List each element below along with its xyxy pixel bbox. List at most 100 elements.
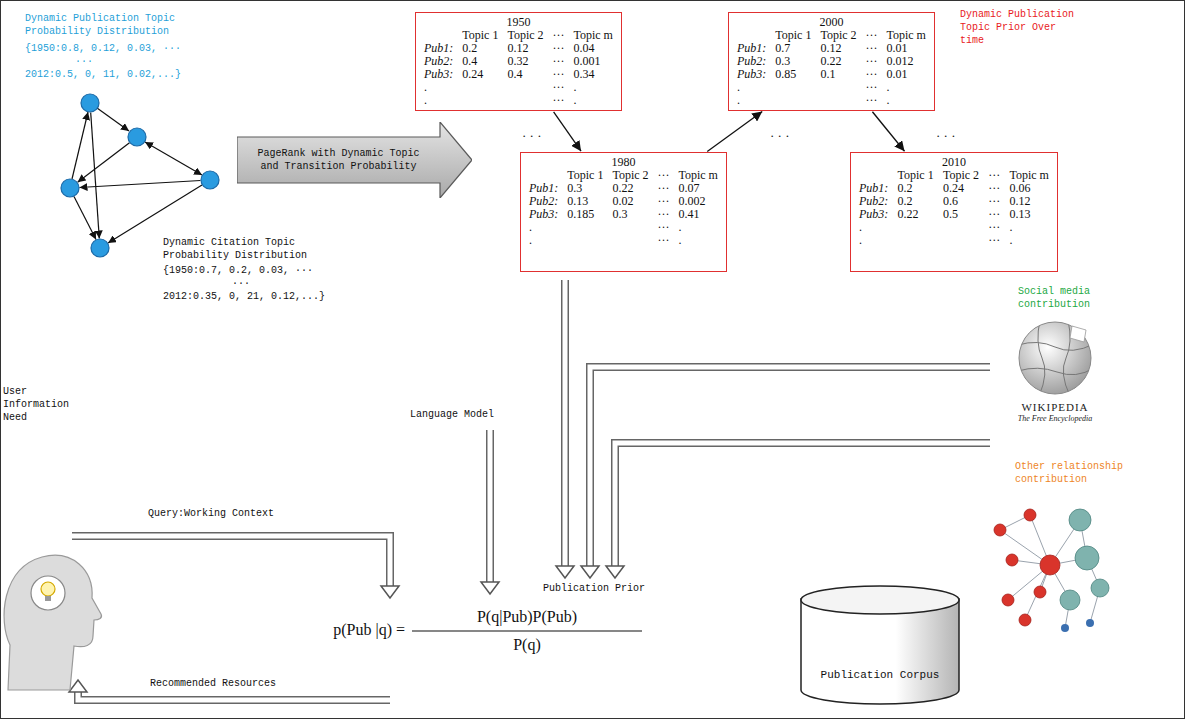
column-header: Topic 2 bbox=[507, 29, 543, 42]
table-cell: ··· bbox=[553, 42, 565, 55]
table-cell: 0.3 bbox=[567, 182, 603, 195]
arrow-head bbox=[481, 582, 499, 594]
table-cell: ··· bbox=[658, 182, 670, 195]
table-cell: 0.34 bbox=[573, 68, 613, 81]
table-cell: Pub3: bbox=[859, 208, 888, 221]
table-cell: Pub3: bbox=[529, 208, 558, 221]
label-slot: Recommended Resources bbox=[150, 677, 276, 690]
table-cell: ··· bbox=[553, 81, 565, 94]
table-cell: 0.01 bbox=[886, 68, 926, 81]
flow-arrow bbox=[590, 367, 990, 566]
table-cell: ··· bbox=[658, 195, 670, 208]
flow-arrow bbox=[563, 280, 568, 566]
database-label: Publication Corpus bbox=[821, 669, 940, 681]
ellipsis: ··· bbox=[232, 277, 250, 290]
table-cell: 0.22 bbox=[612, 182, 648, 195]
table-cell: 0.5 bbox=[943, 208, 979, 221]
flow-arrow bbox=[78, 692, 390, 700]
flow-arrow bbox=[561, 280, 569, 566]
graph-link bbox=[72, 112, 88, 179]
table-cell: Pub2: bbox=[529, 195, 558, 208]
table-cell: 0.3 bbox=[775, 55, 811, 68]
table-cell: Pub2: bbox=[424, 55, 453, 68]
table-cell: ··· bbox=[866, 42, 878, 55]
table-cell: ··· bbox=[988, 208, 1000, 221]
table-cell: . bbox=[424, 94, 453, 107]
process-label: PageRank with Dynamic Topic and Transiti… bbox=[251, 147, 426, 173]
network-node bbox=[1075, 546, 1099, 570]
table-cell: Pub2: bbox=[859, 195, 888, 208]
label-slot: Dynamic Publication Topic Probability Di… bbox=[25, 12, 190, 38]
table-cell: 0.185 bbox=[567, 208, 603, 221]
year-heading: 2010 bbox=[859, 156, 1049, 169]
table-cell: ··· bbox=[988, 182, 1000, 195]
table-cell: 0.12 bbox=[1009, 195, 1049, 208]
formula-lhs: p(Pub |q) = bbox=[333, 620, 405, 641]
column-header: ··· bbox=[866, 29, 878, 42]
table-cell: 0.2 bbox=[898, 195, 934, 208]
table-cell: 0.13 bbox=[567, 195, 603, 208]
network-node bbox=[1019, 614, 1031, 626]
network-node bbox=[1060, 590, 1080, 610]
label-slot: Query:Working Context bbox=[148, 507, 274, 520]
label-slot: 2012:0.35, 0, 21, 0.12,...} bbox=[163, 290, 325, 303]
table-cell: 0.24 bbox=[943, 182, 979, 195]
cylinder-top bbox=[801, 586, 959, 614]
arrow-body: PageRank with Dynamic Topic and Transiti… bbox=[251, 137, 426, 183]
lightbulb-base bbox=[45, 596, 51, 601]
graph-link bbox=[97, 108, 129, 131]
year-heading: 2000 bbox=[737, 16, 926, 29]
table-cell: Pub1: bbox=[859, 182, 888, 195]
ellipsis: · · · bbox=[770, 128, 790, 145]
topic-table: 2000Topic 1Topic 2···Topic mPub1:0.70.12… bbox=[728, 12, 935, 111]
ellipsis: · · · bbox=[936, 128, 956, 145]
flow-arrow bbox=[590, 367, 990, 566]
arrow-head bbox=[381, 586, 399, 598]
table-cell: 0.07 bbox=[678, 182, 718, 195]
table-cell: ··· bbox=[988, 195, 1000, 208]
column-header: Topic 1 bbox=[775, 29, 811, 42]
fraction-bar bbox=[412, 630, 642, 631]
network-node bbox=[994, 524, 1006, 536]
network-node bbox=[1002, 594, 1014, 606]
table-cell: 0.001 bbox=[573, 55, 613, 68]
column-header: Topic 1 bbox=[567, 169, 603, 182]
label-slot: · · · bbox=[770, 128, 790, 145]
label-slot: · · · bbox=[936, 128, 956, 145]
arrow-head bbox=[581, 566, 599, 578]
label-slot: {1950:0.8, 0.12, 0.03, ··· bbox=[25, 42, 181, 55]
table-cell: 0.24 bbox=[462, 68, 498, 81]
puzzle-seam bbox=[1063, 320, 1070, 396]
topic-table: 1980Topic 1Topic 2···Topic mPub1:0.30.22… bbox=[520, 152, 727, 272]
annotation: Dynamic Publication Topic Prior Over tim… bbox=[960, 8, 1085, 47]
table-cell: . bbox=[529, 221, 558, 234]
table-cell: ··· bbox=[866, 68, 878, 81]
table-cell: ··· bbox=[658, 234, 670, 247]
column-header: Topic 1 bbox=[462, 29, 498, 42]
table-cell: . bbox=[573, 94, 613, 107]
graph-link bbox=[80, 181, 201, 188]
table-cell: ··· bbox=[988, 221, 1000, 234]
table-cell: Pub1: bbox=[424, 42, 453, 55]
ellipsis: · · · bbox=[522, 128, 542, 145]
flow-arrow bbox=[72, 536, 390, 586]
flow-arrow bbox=[615, 443, 990, 566]
table-cell: ··· bbox=[553, 94, 565, 107]
column-header: Topic 1 bbox=[898, 169, 934, 182]
topic-table: 2010Topic 1Topic 2···Topic mPub1:0.20.24… bbox=[850, 152, 1058, 272]
actor-label: User Information Need bbox=[3, 385, 75, 424]
table-cell: 0.002 bbox=[678, 195, 718, 208]
flow-arrow bbox=[72, 536, 390, 586]
label-slot: User Information Need bbox=[3, 385, 75, 424]
table-cell: 0.22 bbox=[820, 55, 856, 68]
distribution-values: 2012:0.35, 0, 21, 0.12,...} bbox=[163, 290, 325, 303]
table-cell: . bbox=[424, 81, 453, 94]
distribution-values: {1950:0.7, 0.2, 0.03, ··· bbox=[163, 264, 313, 277]
label-slot: p(Pub |q) = bbox=[333, 620, 405, 641]
label-slot: Publication Prior bbox=[543, 582, 645, 595]
table-cell: ··· bbox=[988, 234, 1000, 247]
network-node bbox=[1091, 579, 1109, 597]
column-header: Topic m bbox=[678, 169, 718, 182]
column-header: Topic 2 bbox=[820, 29, 856, 42]
table-cell: 0.02 bbox=[612, 195, 648, 208]
